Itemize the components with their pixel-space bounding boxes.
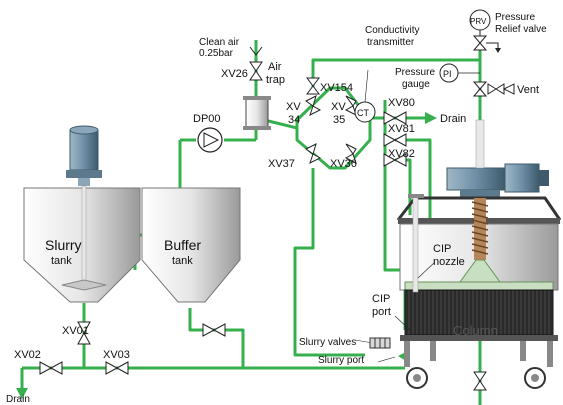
valve-xv03[interactable] — [105, 361, 129, 375]
slurry-valves-label: Slurry valves — [299, 337, 356, 348]
buffer-tank-sub-label: tank — [172, 255, 193, 267]
prv-tag: PRV — [470, 17, 487, 26]
xv80-label: XV80 — [388, 97, 415, 109]
clean-air-arrow-icon — [249, 46, 263, 56]
xv01-label: XV01 — [62, 325, 89, 337]
cip-port-label-2: port — [372, 306, 391, 318]
air-trap-label-2: trap — [266, 74, 285, 86]
clean-air-pressure-label: 0.25bar — [199, 48, 234, 59]
column-assembly: Column — [396, 119, 562, 389]
valve-column-bottom[interactable] — [473, 371, 487, 391]
xv35-label-a: XV — [331, 101, 346, 113]
xv34-label-a: XV — [286, 101, 301, 113]
xv26-label: XV26 — [221, 68, 248, 80]
pi-tag: PI — [443, 69, 452, 79]
valve-xv34[interactable] — [305, 95, 322, 116]
valve-xv02[interactable] — [39, 361, 63, 375]
valve-xv82[interactable] — [383, 153, 407, 167]
xv37-label: XV37 — [268, 158, 295, 170]
valve-xv37[interactable] — [305, 143, 322, 164]
drain-bottom-arrow — [16, 388, 28, 399]
valve-vent[interactable] — [487, 83, 505, 95]
pump-label: DP00 — [193, 113, 221, 125]
xv02-label: XV02 — [14, 349, 41, 361]
slurry-tank: Slurry tank — [23, 125, 141, 303]
drain-top-label: Drain — [440, 113, 466, 125]
cip-nozzle-label-2: nozzle — [433, 256, 465, 268]
column-label: Column — [453, 323, 498, 338]
valve-prv[interactable] — [472, 35, 488, 51]
valve-labels: XV01 XV02 XV03 XV26 XV154 XV 34 XV 35 XV… — [14, 68, 415, 361]
drain-bottom-label: Drain — [6, 394, 30, 405]
pressure-relief-valve[interactable]: PRV — [469, 9, 501, 53]
valve-xv26[interactable] — [249, 61, 263, 81]
pressure-gauge-label-1: Pressure — [395, 67, 435, 78]
slurry-tank-label: Slurry — [45, 237, 82, 253]
xv81-label: XV81 — [388, 123, 415, 135]
xv154-label: XV154 — [320, 82, 353, 94]
air-trap-label-1: Air — [268, 61, 282, 73]
valve-top-column[interactable] — [472, 81, 488, 97]
xv03-label: XV03 — [103, 349, 130, 361]
valve-xv80[interactable] — [383, 111, 407, 125]
slurry-valves-block[interactable] — [369, 337, 391, 349]
prv-label-2: Relief valve — [495, 24, 547, 35]
vent-label: Vent — [517, 84, 539, 96]
valve-xv36[interactable] — [344, 143, 357, 164]
valve-xv01[interactable] — [77, 321, 91, 345]
cip-port-label-1: CIP — [372, 293, 390, 305]
valve-buffer-outlet[interactable] — [202, 323, 226, 337]
slurry-port-label: Slurry port — [318, 355, 364, 366]
drain-top-arrow — [425, 112, 437, 124]
conductivity-label-1: Conductivity — [365, 25, 419, 36]
ct-tag: CT — [357, 108, 369, 118]
prv-label-1: Pressure — [495, 12, 535, 23]
clean-air-label: Clean air — [199, 37, 240, 48]
pressure-gauge-label-2: gauge — [402, 79, 430, 90]
conductivity-label-2: transmitter — [367, 37, 415, 48]
pump-dp00[interactable]: DP00 — [193, 113, 223, 153]
conductivity-transmitter[interactable]: CT — [354, 69, 376, 123]
pressure-gauge[interactable]: PI — [439, 63, 480, 83]
vent-arrow-icon — [502, 83, 515, 95]
valves — [39, 35, 505, 391]
valve-xv154[interactable] — [306, 77, 320, 95]
xv36-label: XV36 — [330, 158, 357, 170]
valve-xv81[interactable] — [383, 133, 407, 147]
xv34-label-b: 34 — [288, 114, 300, 126]
cip-nozzle-label-1: CIP — [433, 243, 451, 255]
buffer-tank: Buffer tank — [141, 187, 241, 303]
buffer-tank-label: Buffer — [164, 237, 201, 253]
air-trap: Air trap — [243, 61, 285, 130]
xv35-label-b: 35 — [333, 114, 345, 126]
slurry-tank-sub-label: tank — [51, 255, 72, 267]
xv82-label: XV82 — [388, 148, 415, 160]
